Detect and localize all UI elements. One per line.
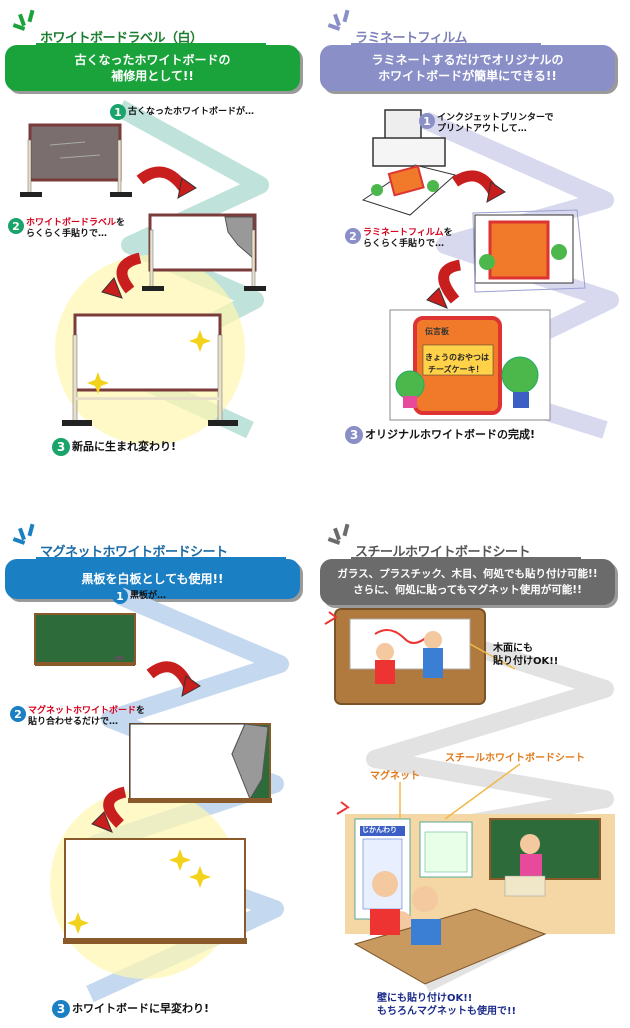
step-1: 1 黒板が… — [112, 588, 166, 604]
flow-path — [20, 100, 269, 445]
panel-header: スチールホワイトボードシート — [325, 522, 615, 560]
banner-line: 補修用として!! — [111, 69, 194, 83]
poster-title: じかんわり — [362, 826, 397, 834]
board-tag: 伝言板 — [425, 327, 449, 336]
burst-icon — [327, 9, 350, 31]
burst-icon — [12, 523, 35, 545]
step-number: 2 — [345, 228, 361, 244]
step-text: を — [116, 218, 126, 228]
board-message-2: チーズケーキ！ — [428, 365, 484, 374]
banner-line: ホワイトボードが簡単にできる!! — [378, 69, 557, 83]
new-whiteboard-illustration — [62, 313, 238, 426]
burst-icon — [12, 9, 35, 31]
step-text: 黒板が… — [130, 591, 167, 601]
banner-line: 古くなったホワイトボードの — [74, 53, 231, 67]
panel-title: マグネットホワイトボードシート — [40, 545, 228, 560]
wood-wall-illustration — [324, 608, 486, 705]
step-number: 1 — [110, 104, 126, 120]
blackboard-illustration — [34, 613, 136, 666]
panel-header: ラミネートフィルム — [325, 8, 615, 46]
step-number: 3 — [52, 438, 70, 456]
peeling-whiteboard-illustration — [142, 213, 266, 291]
peeling-sheet-illustration — [128, 723, 272, 803]
panel-laminate-film: ラミネートフィルム ラミネートするだけでオリジナルの ホワイトボードが簡単にでき… — [315, 0, 630, 514]
step-number: 3 — [345, 426, 363, 444]
step-2: 2 ホワイトボードラベルを らくらく手貼りで… — [8, 218, 125, 240]
flow-path — [361, 109, 619, 439]
old-whiteboard-illustration — [20, 123, 132, 197]
step-text: ホワイトボードに早変わり! — [72, 1002, 210, 1015]
flow-path — [34, 587, 289, 1003]
panel-steel-whiteboard-sheet: スチールホワイトボードシート ガラス、プラスチック、木目、何処でも貼り付け可能!… — [315, 514, 630, 1028]
original-whiteboard-illustration — [389, 309, 551, 421]
callout-steel-sheet: スチールホワイトボードシート — [445, 753, 585, 764]
callout-text: 貼り付けOK!! — [493, 656, 559, 667]
banner-line: さらに、何処に貼ってもマグネット使用が可能!! — [353, 584, 582, 596]
banner-line: ラミネートするだけでオリジナルの — [371, 53, 564, 67]
banner-box: 黒板を白板としても使用!! — [5, 559, 300, 599]
panel-title: スチールホワイトボードシート — [355, 545, 531, 560]
panel-header: ホワイトボードラベル（白） — [10, 8, 300, 46]
flow-path — [324, 608, 615, 993]
classroom-illustration — [336, 801, 615, 985]
step-number: 3 — [52, 1000, 70, 1018]
callout-wall: 壁にも貼り付けOK!! もちろんマグネットも使用で!! — [377, 992, 516, 1018]
step-text: 新品に生まれ変わり! — [72, 440, 177, 453]
step-3: 3 新品に生まれ変わり! — [52, 438, 176, 456]
callout-magnet: マグネット — [370, 771, 420, 782]
product-name: ラミネートフィルム — [363, 228, 444, 238]
laminated-print-illustration — [472, 209, 586, 293]
title-underline — [36, 557, 286, 559]
step-2: 2 ラミネートフィルムを らくらく手貼りで… — [345, 228, 453, 250]
panel-whiteboard-label: ホワイトボードラベル（白） 古くなったホワイトボードの 補修用として!! — [0, 0, 315, 514]
step-3: 3 オリジナルホワイトボードの完成! — [345, 426, 535, 444]
step-1: 1 古くなったホワイトボードが… — [110, 104, 254, 120]
callout-text: 木面にも — [493, 643, 533, 654]
panel-title: ラミネートフィルム — [355, 31, 467, 46]
step-text: インクジェットプリンターで — [437, 113, 554, 123]
step-3: 3 ホワイトボードに早変わり! — [52, 1000, 209, 1018]
printer-illustration — [361, 109, 457, 216]
step-number: 1 — [419, 113, 435, 129]
panel-header: マグネットホワイトボードシート — [10, 522, 300, 560]
title-underline — [351, 43, 541, 45]
board-message-1: きょうのおやつは — [425, 353, 489, 362]
step-number: 1 — [112, 588, 128, 604]
product-name: マグネットホワイトボード — [28, 706, 137, 716]
burst-icon — [327, 523, 350, 545]
step-text: らくらく手貼りで… — [26, 229, 108, 239]
converted-whiteboard-illustration — [63, 838, 247, 944]
step-text: プリントアウトして… — [437, 124, 527, 134]
title-underline — [36, 43, 266, 45]
step-text: を — [136, 706, 146, 716]
callout-wood-surface: 木面にも 貼り付けOK!! — [493, 642, 558, 668]
step-number: 2 — [10, 706, 26, 722]
product-name: ホワイトボードラベル — [26, 218, 117, 228]
callout-text: 壁にも貼り付けOK!! — [377, 993, 473, 1004]
step-1: 1 インクジェットプリンターで プリントアウトして… — [419, 113, 553, 135]
step-text: らくらく手貼りで… — [363, 239, 445, 249]
step-text: を — [443, 228, 453, 238]
panel-title: ホワイトボードラベル（白） — [40, 31, 203, 46]
banner-box: ガラス、プラスチック、木目、何処でも貼り付け可能!! さらに、何処に貼ってもマグ… — [320, 559, 615, 605]
step-2: 2 マグネットホワイトボードを 貼り合わせるだけで… — [10, 706, 145, 728]
banner-line: ガラス、プラスチック、木目、何処でも貼り付け可能!! — [337, 568, 598, 580]
banner-box: 古くなったホワイトボードの 補修用として!! — [5, 45, 300, 91]
step-text: 貼り合わせるだけで… — [28, 717, 119, 727]
banner-box: ラミネートするだけでオリジナルの ホワイトボードが簡単にできる!! — [320, 45, 615, 91]
step-text: オリジナルホワイトボードの完成! — [365, 428, 536, 441]
callout-text: もちろんマグネットも使用で!! — [377, 1006, 517, 1017]
step-number: 2 — [8, 218, 24, 234]
step-text: 古くなったホワイトボードが… — [128, 107, 255, 117]
title-underline — [351, 557, 581, 559]
panel-magnet-whiteboard-sheet: マグネットホワイトボードシート 黒板を白板としても使用!! — [0, 514, 315, 1028]
banner-line: 黒板を白板としても使用!! — [81, 572, 224, 586]
